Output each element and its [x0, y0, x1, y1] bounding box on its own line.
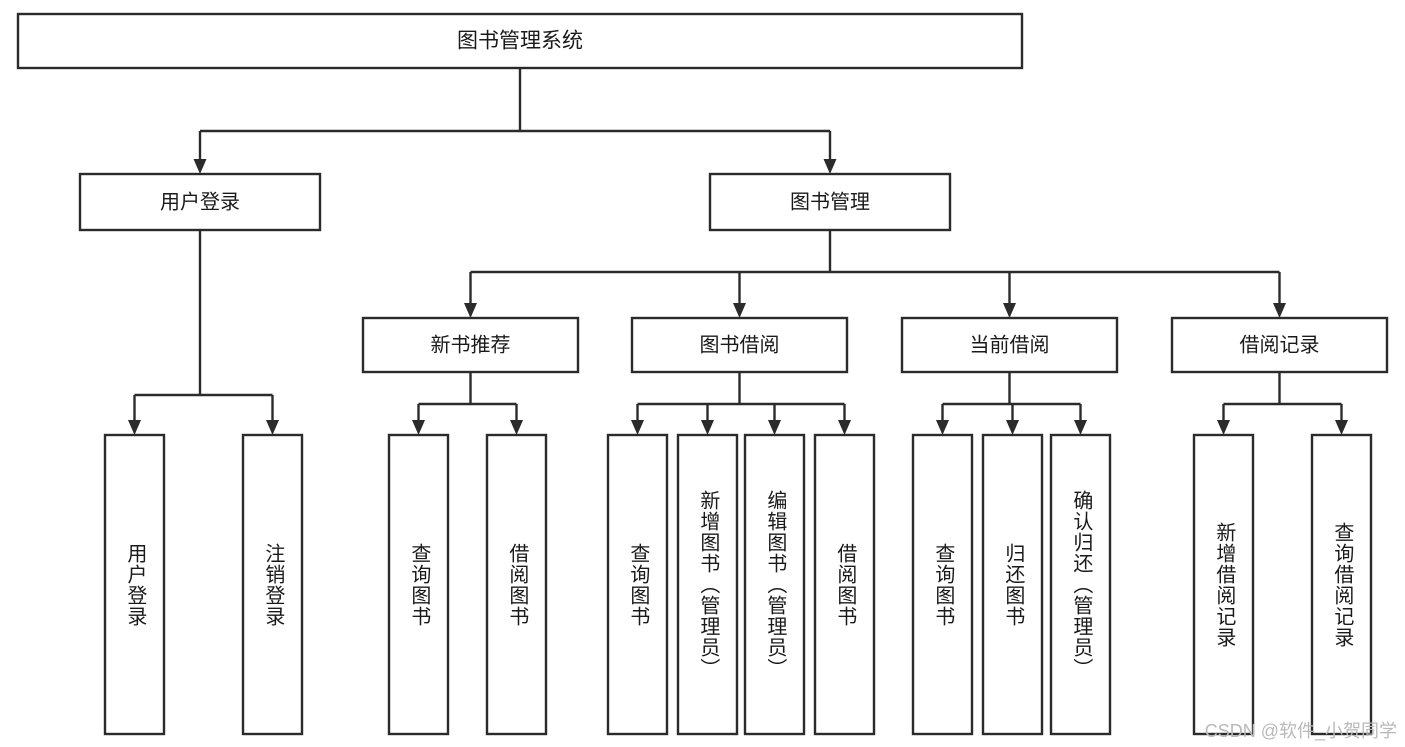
node-label-book-borrow: 图书借阅: [700, 333, 780, 356]
arrow-head-icon: [1003, 303, 1016, 318]
node-book-management[interactable]: 图书管理: [708, 172, 952, 232]
connector-root-to-level2: [193, 68, 837, 174]
connector-book-management-to-groups: [464, 230, 1286, 318]
connector-current-borrow-to-leaves: [936, 372, 1087, 435]
node-user-login[interactable]: 用户登录: [78, 172, 322, 232]
node-box-return-book: [981, 433, 1044, 736]
node-box-user-login-do: [103, 433, 166, 736]
node-user-logout[interactable]: [241, 433, 304, 736]
arrow-head-icon: [1273, 303, 1286, 318]
connector-book-borrow-to-leaves: [631, 372, 851, 435]
node-new-book-recommend[interactable]: 新书推荐: [361, 316, 580, 374]
node-box-book-management: [708, 172, 952, 232]
connector-layer: [128, 68, 1348, 435]
node-label-new-book-recommend: 新书推荐: [431, 333, 511, 356]
connector-user-login-to-leaves: [128, 230, 279, 435]
node-label-borrow-record: 借阅记录: [1240, 333, 1320, 356]
node-box-new-book-recommend: [361, 316, 580, 374]
arrow-head-icon: [768, 420, 781, 435]
node-box-query-book-3: [911, 433, 974, 736]
node-box-borrow-book-2: [813, 433, 876, 736]
node-label-book-management: 图书管理: [790, 190, 870, 213]
arrow-head-icon: [510, 420, 523, 435]
node-user-login-do[interactable]: [103, 433, 166, 736]
arrow-head-icon: [936, 420, 949, 435]
node-box-confirm-return-admin: [1049, 433, 1112, 736]
node-return-book[interactable]: [981, 433, 1044, 736]
node-root[interactable]: 图书管理系统: [16, 12, 1024, 70]
node-box-query-borrow-record: [1310, 433, 1373, 736]
arrow-head-icon: [193, 159, 207, 174]
node-box-query-book-2: [606, 433, 669, 736]
node-box-add-borrow-record: [1192, 433, 1255, 736]
node-query-book-3[interactable]: [911, 433, 974, 736]
node-box-query-book-1: [387, 433, 450, 736]
node-edit-book-admin[interactable]: [743, 433, 806, 736]
arrow-head-icon: [631, 420, 644, 435]
node-query-borrow-record[interactable]: [1310, 433, 1373, 736]
node-box-root: [16, 12, 1024, 70]
node-box-user-logout: [241, 433, 304, 736]
node-borrow-record[interactable]: 借阅记录: [1170, 316, 1389, 374]
node-label-user-login: 用户登录: [160, 190, 240, 213]
node-current-borrow[interactable]: 当前借阅: [900, 316, 1119, 374]
connector-new-book-recommend-to-leaves: [412, 372, 523, 435]
arrow-head-icon: [266, 420, 279, 435]
arrow-head-icon: [733, 303, 746, 318]
arrow-head-icon: [1335, 420, 1348, 435]
node-confirm-return-admin[interactable]: [1049, 433, 1112, 736]
node-box-current-borrow: [900, 316, 1119, 374]
arrow-head-icon: [1074, 420, 1087, 435]
node-query-book-1[interactable]: [387, 433, 450, 736]
node-box-borrow-record: [1170, 316, 1389, 374]
node-label-root: 图书管理系统: [457, 30, 583, 53]
connector-borrow-record-to-leaves: [1217, 372, 1348, 435]
arrow-head-icon: [1217, 420, 1230, 435]
arrow-head-icon: [1006, 420, 1019, 435]
arrow-head-icon: [464, 303, 477, 318]
node-box-borrow-book-1: [485, 433, 548, 736]
node-box-edit-book-admin: [743, 433, 806, 736]
watermark-text: CSDN @软件_小贺同学: [1204, 721, 1397, 741]
node-label-current-borrow: 当前借阅: [970, 333, 1050, 356]
arrow-head-icon: [412, 420, 425, 435]
node-box-add-book-admin: [676, 433, 739, 736]
node-add-borrow-record[interactable]: [1192, 433, 1255, 736]
arrow-head-icon: [128, 420, 141, 435]
arrow-head-icon: [823, 159, 837, 174]
arrow-head-icon: [701, 420, 714, 435]
node-box-book-borrow: [630, 316, 849, 374]
node-book-borrow[interactable]: 图书借阅: [630, 316, 849, 374]
node-box-user-login: [78, 172, 322, 232]
arrow-head-icon: [838, 420, 851, 435]
node-borrow-book-2[interactable]: [813, 433, 876, 736]
node-query-book-2[interactable]: [606, 433, 669, 736]
node-borrow-book-1[interactable]: [485, 433, 548, 736]
node-add-book-admin[interactable]: [676, 433, 739, 736]
